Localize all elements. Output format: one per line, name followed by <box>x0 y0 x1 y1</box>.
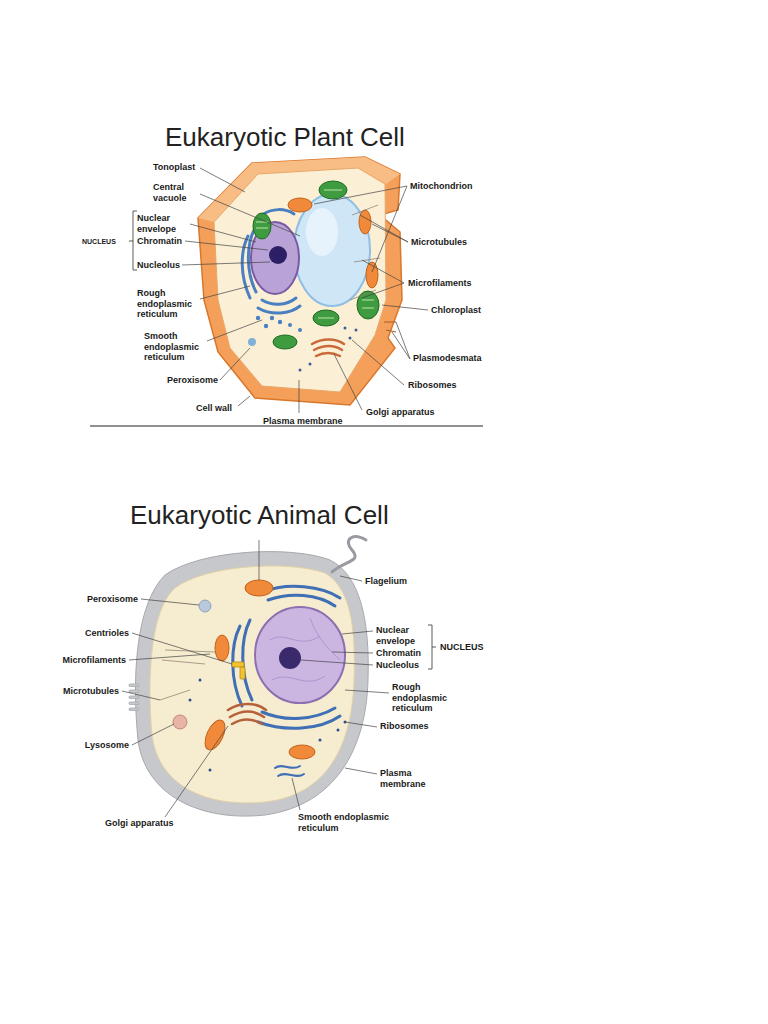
part-label: Peroxisome <box>58 594 138 605</box>
part-label: Flagelium <box>365 576 407 587</box>
part-label: Plasmodesmata <box>413 353 482 364</box>
cell-title: Eukaryotic Animal Cell <box>130 500 389 530</box>
part-label: Plasma membrane <box>380 768 430 789</box>
part-label: Microfilaments <box>46 655 126 666</box>
part-label: Central vacuole <box>153 182 198 203</box>
part-label: Nuclear envelope <box>137 213 187 234</box>
part-label: Plasma membrane <box>263 416 343 427</box>
part-label: Nuclear envelope <box>376 625 431 646</box>
part-label: Chloroplast <box>431 305 481 316</box>
part-label: Microfilaments <box>408 278 472 289</box>
part-label: Tonoplast <box>153 162 195 173</box>
part-label: Golgi apparatus <box>366 407 435 418</box>
part-label: Smooth endoplasmic reticulum <box>144 331 204 363</box>
group-label: NUCLEUS <box>440 642 484 653</box>
part-label: Nucleolus <box>137 260 180 271</box>
part-label: Mitochondrion <box>410 181 473 192</box>
animal-cell <box>122 537 436 817</box>
part-label: Rough endoplasmic reticulum <box>392 682 452 714</box>
part-label: Ribosomes <box>380 721 429 732</box>
part-label: Golgi apparatus <box>105 818 174 829</box>
part-label: Microtubules <box>39 686 119 697</box>
plant-cell <box>90 157 483 426</box>
part-label: Rough endoplasmic reticulum <box>137 288 197 320</box>
part-label: Cell wall <box>196 403 232 414</box>
part-label: Microtubules <box>411 237 467 248</box>
part-label: Centrioles <box>49 628 129 639</box>
cell-title: Eukaryotic Plant Cell <box>165 122 405 152</box>
part-label: Smooth endoplasmic reticulum <box>298 812 393 833</box>
part-label: Nucleolus <box>376 660 419 671</box>
group-label: NUCLEUS <box>82 237 116 246</box>
part-label: Ribosomes <box>408 380 457 391</box>
part-label: Lysosome <box>49 740 129 751</box>
part-label: Peroxisome <box>167 375 218 386</box>
part-label: Chromatin <box>376 648 421 659</box>
part-label: Chromatin <box>137 236 182 247</box>
